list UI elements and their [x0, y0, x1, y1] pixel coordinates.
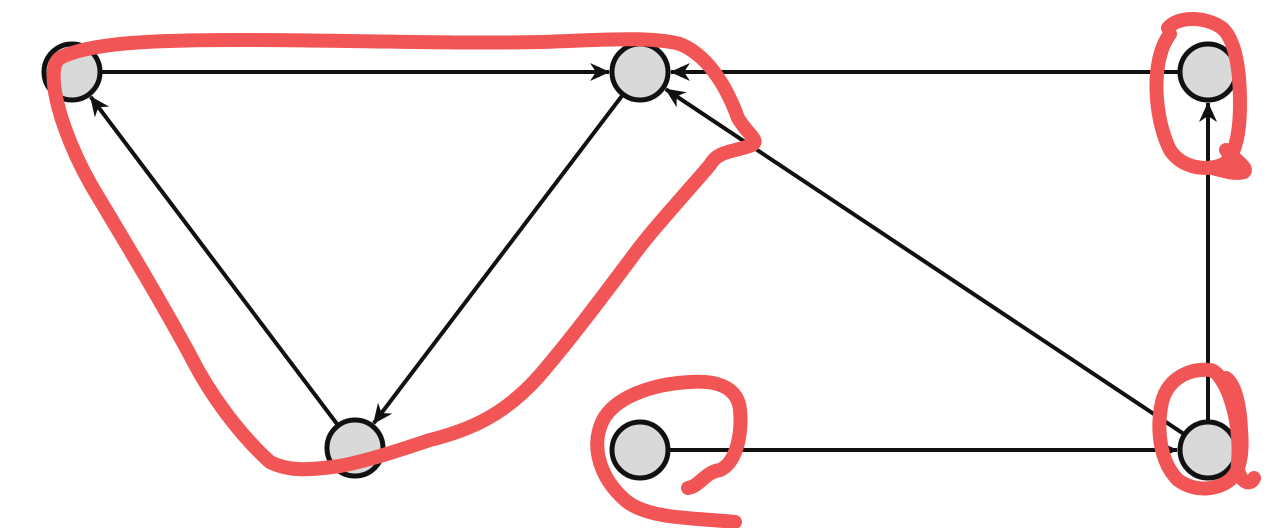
node-B [609, 41, 671, 103]
node-D [1177, 41, 1239, 103]
edge-B-to-C [372, 94, 624, 425]
node-F [609, 419, 671, 481]
node-E [1177, 419, 1239, 481]
annotation-circle-e [1152, 362, 1261, 496]
edge-C-to-A [89, 95, 339, 426]
annotations [46, 12, 1261, 528]
annotation-circle-d [590, 374, 748, 528]
annotation-circle-abc [46, 32, 762, 477]
annotation-circle-f [1149, 12, 1252, 180]
